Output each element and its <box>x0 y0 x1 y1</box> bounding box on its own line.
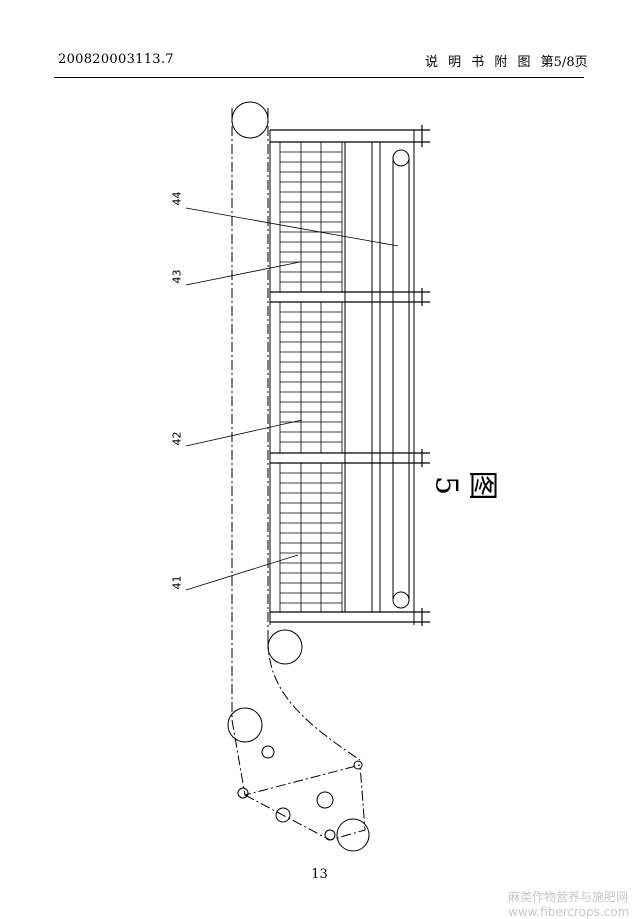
frame-posts <box>270 125 430 626</box>
watermark: 麻类作物营养与施肥网 www.fibercrops.com <box>508 890 630 919</box>
right-belt <box>392 149 410 609</box>
conveyor-path <box>231 108 366 841</box>
grid-module-bottom <box>279 462 343 613</box>
header-rule <box>54 77 584 78</box>
callout-42: 42 <box>170 431 184 446</box>
page-number: 13 <box>311 867 328 882</box>
grid-module-top <box>279 141 343 293</box>
callout-43: 43 <box>170 269 184 284</box>
section-title: 说 明 书 附 图 第5/8页 <box>425 55 588 70</box>
figure-label: 图 5 <box>428 470 500 501</box>
conveyor-rollers <box>227 101 370 852</box>
grid-module-middle <box>279 301 343 454</box>
callout-44: 44 <box>170 191 184 206</box>
leader-lines <box>185 207 399 591</box>
frame-rails <box>269 130 415 625</box>
patent-number: 200820003113.7 <box>58 52 174 67</box>
callout-41: 41 <box>170 575 184 590</box>
